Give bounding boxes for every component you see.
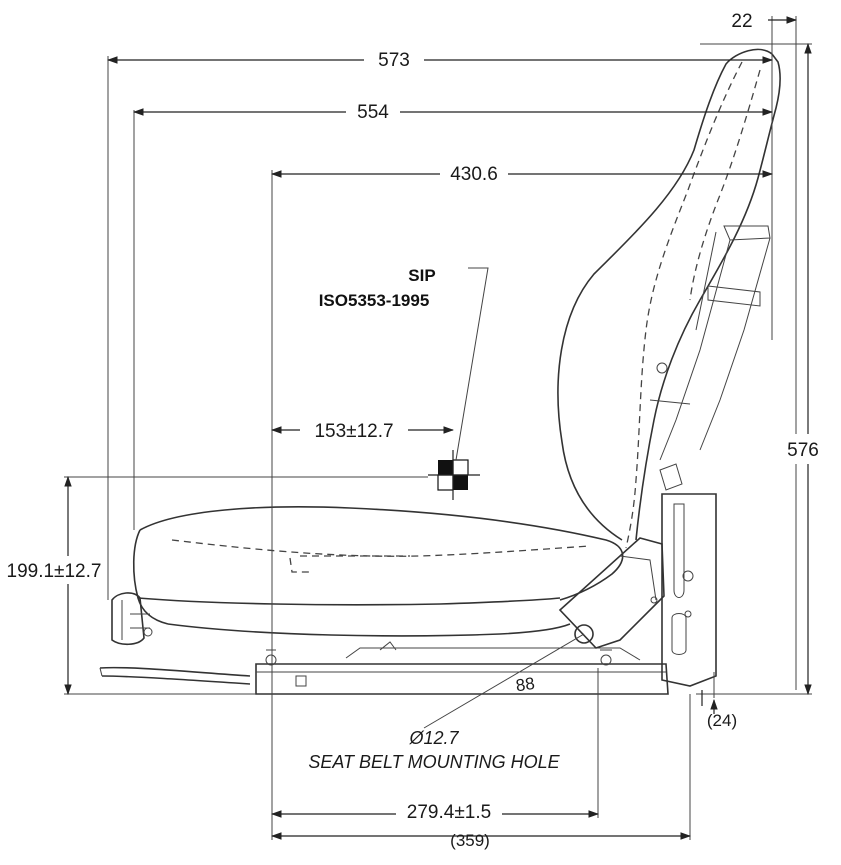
sip-marker <box>428 450 480 500</box>
dimension-lines <box>64 16 812 840</box>
sip-standard: ISO5353-1995 <box>319 291 430 310</box>
dim-overall-length: 573 <box>378 50 410 71</box>
dim-sip-height: 199.1±12.7 <box>7 561 102 582</box>
dim-top-offset: 22 <box>731 11 752 32</box>
sip-leader-line <box>455 267 489 461</box>
dimension-labels: 573 554 430.6 153±12.7 22 576 199.1±12.7… <box>2 11 828 850</box>
sip-title: SIP <box>408 266 435 285</box>
dim-overall-height: 576 <box>787 440 819 461</box>
dim-rail-offset: (24) <box>707 711 737 730</box>
dim-backrest-length: 554 <box>357 102 389 123</box>
seat-outline <box>99 48 781 695</box>
hole-diameter-label: Ø12.7 <box>408 728 459 748</box>
base-marking: 88 <box>515 674 536 695</box>
dim-sip-horizontal: 153±12.7 <box>314 421 393 442</box>
dim-sip-to-back: 430.6 <box>450 164 498 185</box>
dim-base-length: (359) <box>450 831 490 850</box>
seat-belt-hole-label: SEAT BELT MOUNTING HOLE <box>308 752 560 772</box>
dim-mount-spacing: 279.4±1.5 <box>407 802 491 823</box>
